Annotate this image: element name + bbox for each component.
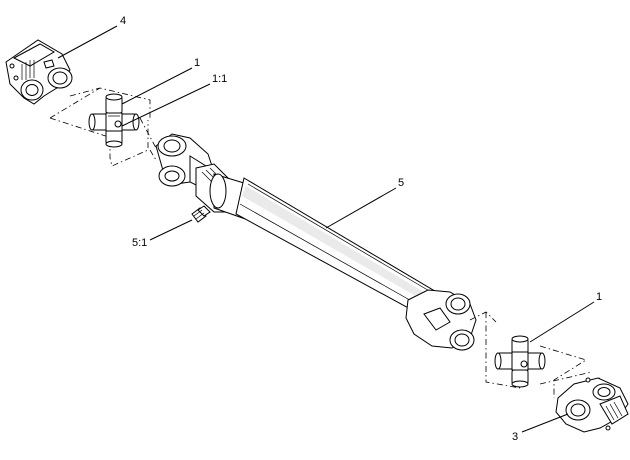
callout-1-lower: 1 [596, 291, 602, 303]
callout-5: 5 [398, 177, 404, 189]
part-1-upper-cross [88, 93, 140, 148]
part-4-yoke [5, 39, 73, 105]
callout-5-1: 5:1 [132, 237, 147, 249]
callout-labels: 4 1 1:1 5 5:1 1 3 [120, 15, 602, 443]
callout-1-1: 1:1 [212, 73, 227, 85]
assembly-guide-upper-center [139, 117, 157, 161]
assembly-guide-upper-left [49, 87, 151, 167]
leader-lines [57, 25, 595, 433]
part-5-drive-shaft [155, 133, 477, 351]
callout-3: 3 [512, 431, 518, 443]
part-1-lower-cross [494, 335, 546, 388]
callout-4: 4 [120, 15, 126, 27]
part-5-1-grease-fitting [191, 205, 211, 223]
assembly-guide-lower-center [469, 311, 521, 389]
callout-1-upper: 1 [194, 57, 200, 69]
part-3-yoke [555, 377, 629, 433]
